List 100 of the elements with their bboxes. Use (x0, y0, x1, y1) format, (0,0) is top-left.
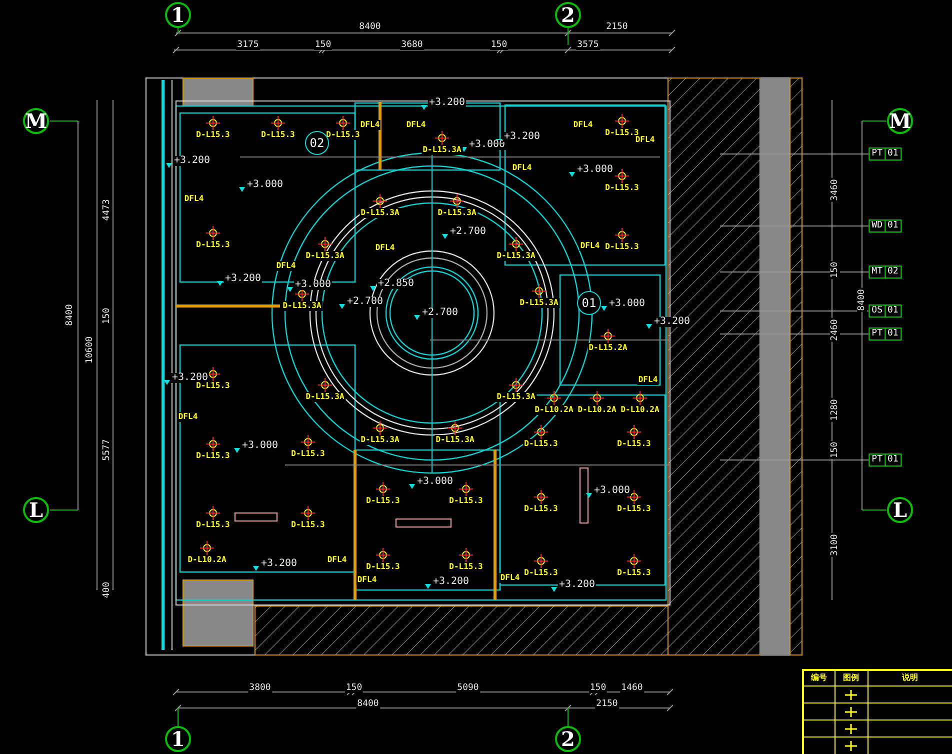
fixture-code: D-L10.2A (576, 405, 618, 415)
elevation-label: +3.200 (428, 98, 466, 108)
fixture-code: D-L15.3A (360, 435, 400, 445)
fixture-code: D-L15.3 (604, 242, 640, 252)
dimension-value: 8400 (65, 303, 75, 327)
grid-axis-bubble: M (23, 108, 49, 134)
grid-axis-bubble: L (887, 497, 913, 523)
fixture-code: D-L15.3A (496, 251, 536, 261)
elevation-label: +3.200 (432, 577, 470, 587)
fixture-code: D-L15.3A (304, 392, 346, 402)
fixture-code: D-L15.3 (260, 130, 296, 140)
fixture-code: D-L15.3 (195, 240, 231, 250)
dimension-value: 150 (490, 40, 508, 50)
fixture-code: D-L15.3 (325, 130, 361, 140)
fixture-code: D-L15.3 (195, 451, 231, 461)
elevation-label: +3.200 (260, 559, 298, 569)
dimension-value: 150 (830, 440, 840, 460)
material-tag: PT 01 (868, 148, 902, 160)
elevation-label: +2.700 (448, 227, 488, 237)
dimension-value: 2150 (595, 699, 619, 709)
fixture-code: DFL4 (183, 194, 205, 204)
grid-axis-bubble: 2 (555, 726, 581, 752)
fixture-code: D-L15.3 (448, 562, 484, 572)
dimension-value: 3575 (576, 40, 600, 50)
fixture-code: D-L15.3A (496, 392, 536, 402)
elevation-label: +2.700 (420, 308, 460, 318)
elevation-label: +3.200 (502, 132, 542, 142)
fixture-code: D-L15.3 (616, 504, 652, 514)
dimension-value: 1460 (620, 683, 644, 693)
table-header: 说明 (901, 673, 919, 683)
fixture-code: DFL4 (634, 135, 656, 145)
fixture-code: DFL4 (356, 575, 378, 585)
dimension-value: 3800 (248, 683, 272, 693)
dimension-value: 400 (102, 580, 112, 600)
elevation-label: +2.850 (376, 279, 416, 289)
grid-axis-bubble: 1 (165, 2, 191, 28)
elevation-label: +3.000 (240, 441, 280, 451)
dimension-value: 8400 (358, 22, 382, 32)
fixture-code: D-L15.3A (434, 435, 476, 445)
fixture-code: D-L10.2A (186, 555, 228, 565)
grid-axis-bubble: M (887, 108, 913, 134)
elevation-label: +3.000 (246, 180, 284, 190)
fixture-code: D-L15.3 (195, 520, 231, 530)
elevation-label: +3.000 (608, 299, 646, 309)
dimension-value: 1280 (830, 398, 840, 422)
fixture-code: DFL4 (326, 555, 348, 565)
fixture-code: D-L15.3 (523, 439, 559, 449)
fixture-code: D-L15.3A (422, 145, 462, 155)
fixture-code: DFL4 (275, 261, 297, 271)
dimension-value: 2150 (605, 22, 629, 32)
fixture-code: DFL4 (572, 120, 594, 130)
fixture-code: DFL4 (499, 573, 521, 583)
table-header: 编号 (810, 673, 828, 683)
fixture-code: D-L15.3 (365, 562, 401, 572)
dimension-value: 4473 (102, 198, 112, 222)
fixture-code: DFL4 (374, 243, 396, 253)
fixture-code: DFL4 (177, 412, 199, 422)
table-header: 图例 (842, 673, 860, 683)
fixture-code: D-L15.3 (523, 504, 559, 514)
fixture-code: D-L15.3A (436, 208, 478, 218)
elevation-label: +3.200 (224, 274, 262, 284)
dimension-value: 5090 (456, 683, 480, 693)
fixture-code: D-L15.3 (616, 439, 652, 449)
elevation-label: +3.000 (592, 486, 632, 496)
fixture-code: D-L15.3 (604, 183, 640, 193)
fixture-code: DFL4 (579, 241, 601, 251)
fixture-code: D-L15.3 (523, 568, 559, 578)
grid-axis-bubble: 2 (555, 2, 581, 28)
dimension-value: 150 (830, 260, 840, 280)
elevation-label: +3.000 (576, 165, 614, 175)
dimension-value: 2460 (830, 318, 840, 342)
detail-callout: 01 (577, 291, 601, 315)
fixture-code: D-L10.2A (620, 405, 660, 415)
dimension-value: 8400 (356, 699, 380, 709)
fixture-code: DFL4 (637, 375, 659, 385)
fixture-code: DFL4 (511, 163, 533, 173)
dimension-value: 3100 (830, 533, 840, 557)
elevation-label: +2.700 (346, 297, 384, 307)
dimension-value: 3460 (830, 178, 840, 202)
fixture-code: D-L15.3 (195, 381, 231, 391)
dimension-value: 10600 (85, 335, 95, 365)
fixture-code: D-L15.3A (304, 251, 346, 261)
material-tag: MT 02 (868, 266, 902, 278)
fixture-code: D-L15.3 (448, 496, 484, 506)
elevation-label: +3.200 (652, 317, 692, 327)
fixture-code: D-L10.2A (534, 405, 574, 415)
material-tag: PT 01 (868, 328, 902, 340)
dimension-value: 8400 (857, 288, 867, 312)
fixture-code: D-L15.3 (616, 568, 652, 578)
fixture-code: D-L15.3A (360, 208, 400, 218)
fixture-code: D-L15.3A (518, 298, 560, 308)
fixture-code: DFL4 (359, 120, 381, 130)
grid-axis-bubble: 1 (165, 726, 191, 752)
material-tag: OS 01 (868, 304, 902, 318)
fixture-code: D-L15.3A (282, 301, 322, 311)
dimension-value: 3175 (236, 40, 260, 50)
elevation-label: +3.000 (294, 280, 332, 290)
material-tag: WD 01 (868, 220, 902, 232)
fixture-code: D-L15.3 (365, 496, 401, 506)
dimension-value: 3680 (400, 40, 424, 50)
